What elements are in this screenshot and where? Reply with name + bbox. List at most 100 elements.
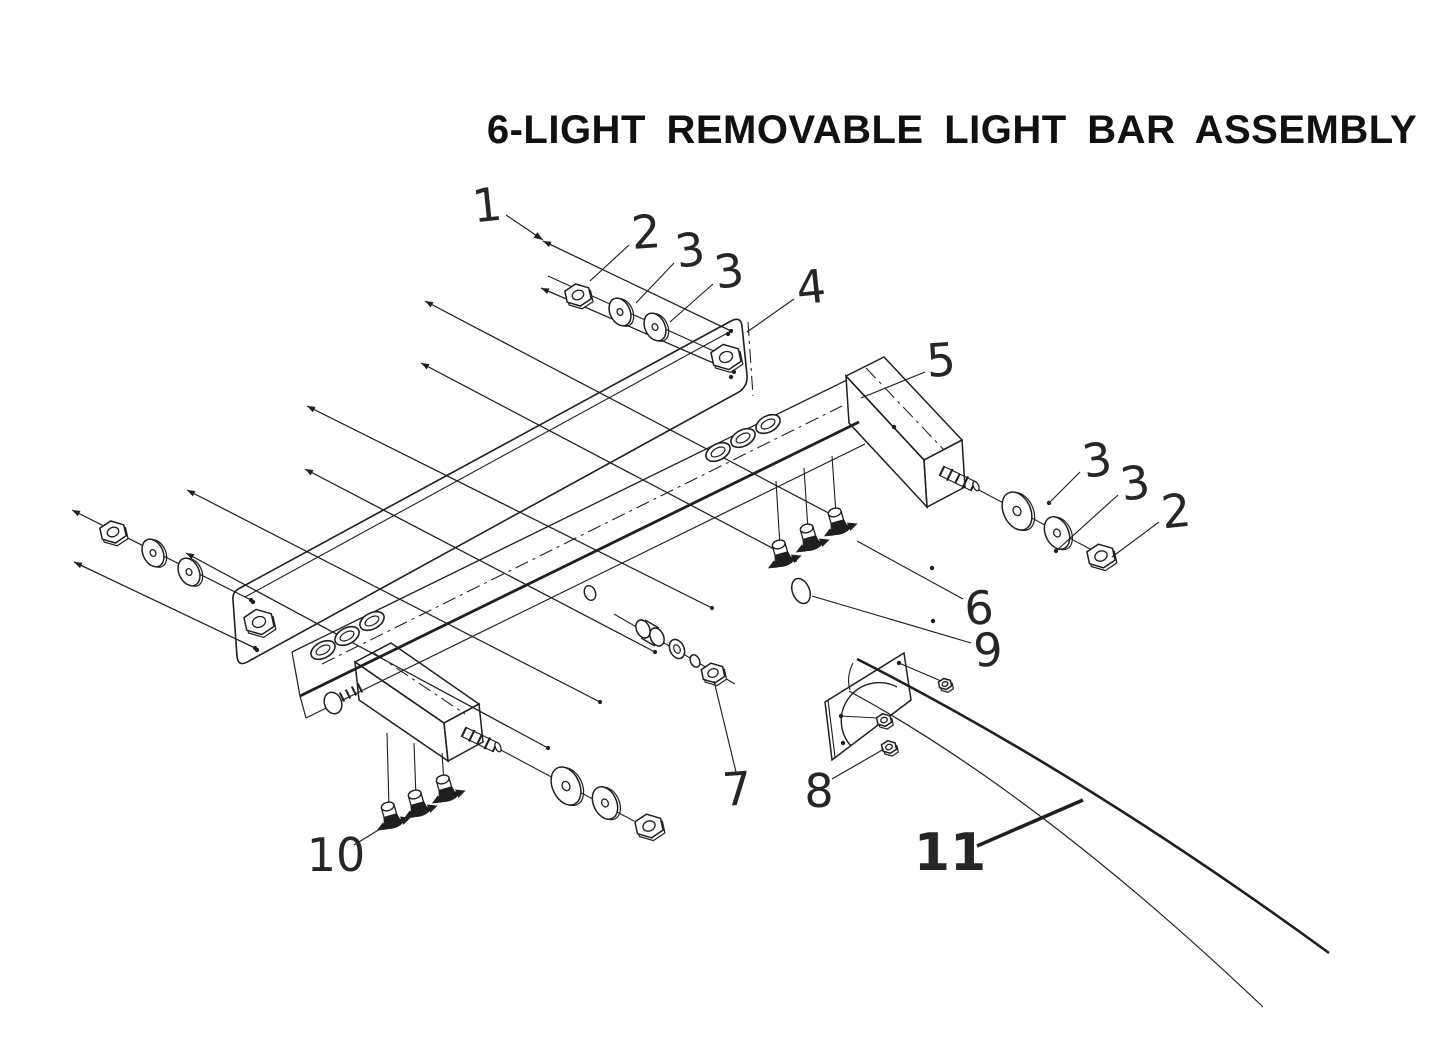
hex-nut-hole bbox=[106, 526, 120, 538]
socket-drop-line bbox=[775, 480, 781, 547]
socket-flange bbox=[382, 818, 404, 830]
hardware bbox=[98, 283, 1118, 842]
bolt-tip bbox=[543, 241, 552, 248]
hole-dot bbox=[840, 740, 846, 746]
bar-far-edge bbox=[291, 379, 848, 653]
stud-tip bbox=[494, 741, 502, 753]
bolt-shank-line bbox=[306, 405, 713, 609]
socket-wing-left bbox=[376, 822, 388, 831]
callout-label: 10 bbox=[307, 828, 366, 882]
hex-bolt-head bbox=[243, 608, 275, 636]
carriage-bolt-thread bbox=[338, 692, 346, 702]
stack-washer-hole bbox=[673, 644, 681, 654]
flat-washer bbox=[1001, 491, 1033, 531]
callout-label: 2 bbox=[630, 204, 663, 260]
socket-wing-left bbox=[403, 810, 415, 819]
leader-line bbox=[1048, 471, 1081, 504]
stud-thread bbox=[945, 468, 954, 482]
socket-flange bbox=[773, 556, 795, 568]
socket-drop-line bbox=[803, 467, 809, 531]
right-arm-side-face bbox=[845, 373, 928, 510]
bolt-tip bbox=[186, 553, 195, 560]
leader-line bbox=[860, 371, 926, 399]
lamp-hole-inner bbox=[339, 630, 355, 642]
socket-cap bbox=[771, 539, 786, 550]
hex-bolt-head-hole bbox=[251, 615, 267, 629]
callout-label: 1 bbox=[470, 177, 505, 234]
hex-nut-hole bbox=[642, 820, 656, 832]
socket-flange bbox=[437, 791, 459, 803]
hex-nut-hole bbox=[1094, 550, 1108, 562]
centerline bbox=[321, 405, 843, 665]
bolt-shank-line bbox=[73, 561, 256, 649]
hex-nut bbox=[1086, 543, 1116, 569]
hex-nut-hole bbox=[571, 289, 585, 301]
leader-line bbox=[831, 748, 885, 780]
washer-hole bbox=[1052, 528, 1062, 538]
spacer-edge bbox=[640, 637, 656, 647]
centerline bbox=[865, 367, 945, 451]
socket-cap bbox=[380, 801, 395, 812]
stud-thread bbox=[938, 465, 946, 477]
hex-bolt-head bbox=[710, 343, 742, 371]
hole-dot bbox=[728, 374, 734, 380]
callout-label: 3 bbox=[1079, 431, 1116, 489]
hex-nut bbox=[700, 662, 726, 684]
leader-line bbox=[746, 298, 795, 333]
small-hex-nut bbox=[937, 677, 953, 691]
pole-butt-end bbox=[847, 662, 854, 691]
bar-left-end bbox=[291, 651, 307, 719]
centerline bbox=[747, 321, 754, 397]
callout-label: 3 bbox=[711, 242, 748, 300]
flat-washer bbox=[550, 766, 582, 806]
lamp-hole bbox=[310, 639, 336, 661]
flat-washer bbox=[1043, 516, 1071, 550]
spacer-end bbox=[635, 619, 651, 639]
carriage-bolt-thread bbox=[356, 683, 364, 693]
carriage-bolt-head bbox=[323, 691, 343, 715]
bolt-tip bbox=[305, 469, 314, 476]
bracket-screw-leader bbox=[840, 715, 878, 719]
lamp-hole-inner bbox=[760, 418, 776, 430]
hex-bolt-head-hole bbox=[718, 350, 734, 364]
hex-nut-hole bbox=[707, 668, 719, 678]
lamp-socket bbox=[403, 789, 438, 819]
hole-dot bbox=[896, 660, 902, 666]
callout-label: 6 bbox=[963, 580, 995, 635]
callout-label: 4 bbox=[794, 259, 829, 316]
lamp-socket bbox=[767, 539, 802, 569]
left-arm-end-face bbox=[443, 702, 484, 763]
hole-dot bbox=[838, 713, 844, 719]
lamp-hole-inner bbox=[364, 615, 380, 627]
spacer-end bbox=[649, 627, 665, 647]
leader-line bbox=[635, 262, 675, 304]
socket-flange bbox=[409, 806, 431, 818]
bolt-end-dot bbox=[597, 699, 603, 705]
leader-line bbox=[589, 244, 630, 282]
socket-drop-line bbox=[413, 742, 417, 798]
lamp-socket bbox=[795, 523, 830, 553]
carriage-bolt-thread bbox=[350, 686, 358, 696]
leader-line bbox=[713, 680, 737, 773]
leader-line bbox=[856, 540, 964, 600]
leader-line bbox=[1111, 521, 1160, 558]
bolt-shank-line bbox=[424, 300, 841, 520]
stud-tip bbox=[972, 480, 980, 492]
callout-label: 11 bbox=[914, 823, 986, 883]
leader-line bbox=[669, 283, 714, 323]
stud-thread bbox=[467, 729, 476, 743]
lamp-hole bbox=[730, 427, 756, 449]
stud-thread bbox=[961, 475, 970, 489]
socket-wing-left bbox=[767, 560, 779, 569]
leader-dot bbox=[930, 618, 936, 624]
hex-nut bbox=[563, 283, 593, 307]
stud-thread bbox=[476, 734, 483, 745]
bolt-tip bbox=[541, 288, 550, 294]
socket-drop-line bbox=[831, 455, 837, 515]
flat-washer bbox=[591, 786, 619, 820]
leader-line bbox=[353, 820, 394, 846]
socket-wing-left bbox=[823, 528, 835, 537]
bracket-screw-leader bbox=[898, 662, 942, 682]
bar-near-edge bbox=[299, 420, 860, 698]
small-hex-nut bbox=[880, 739, 898, 755]
